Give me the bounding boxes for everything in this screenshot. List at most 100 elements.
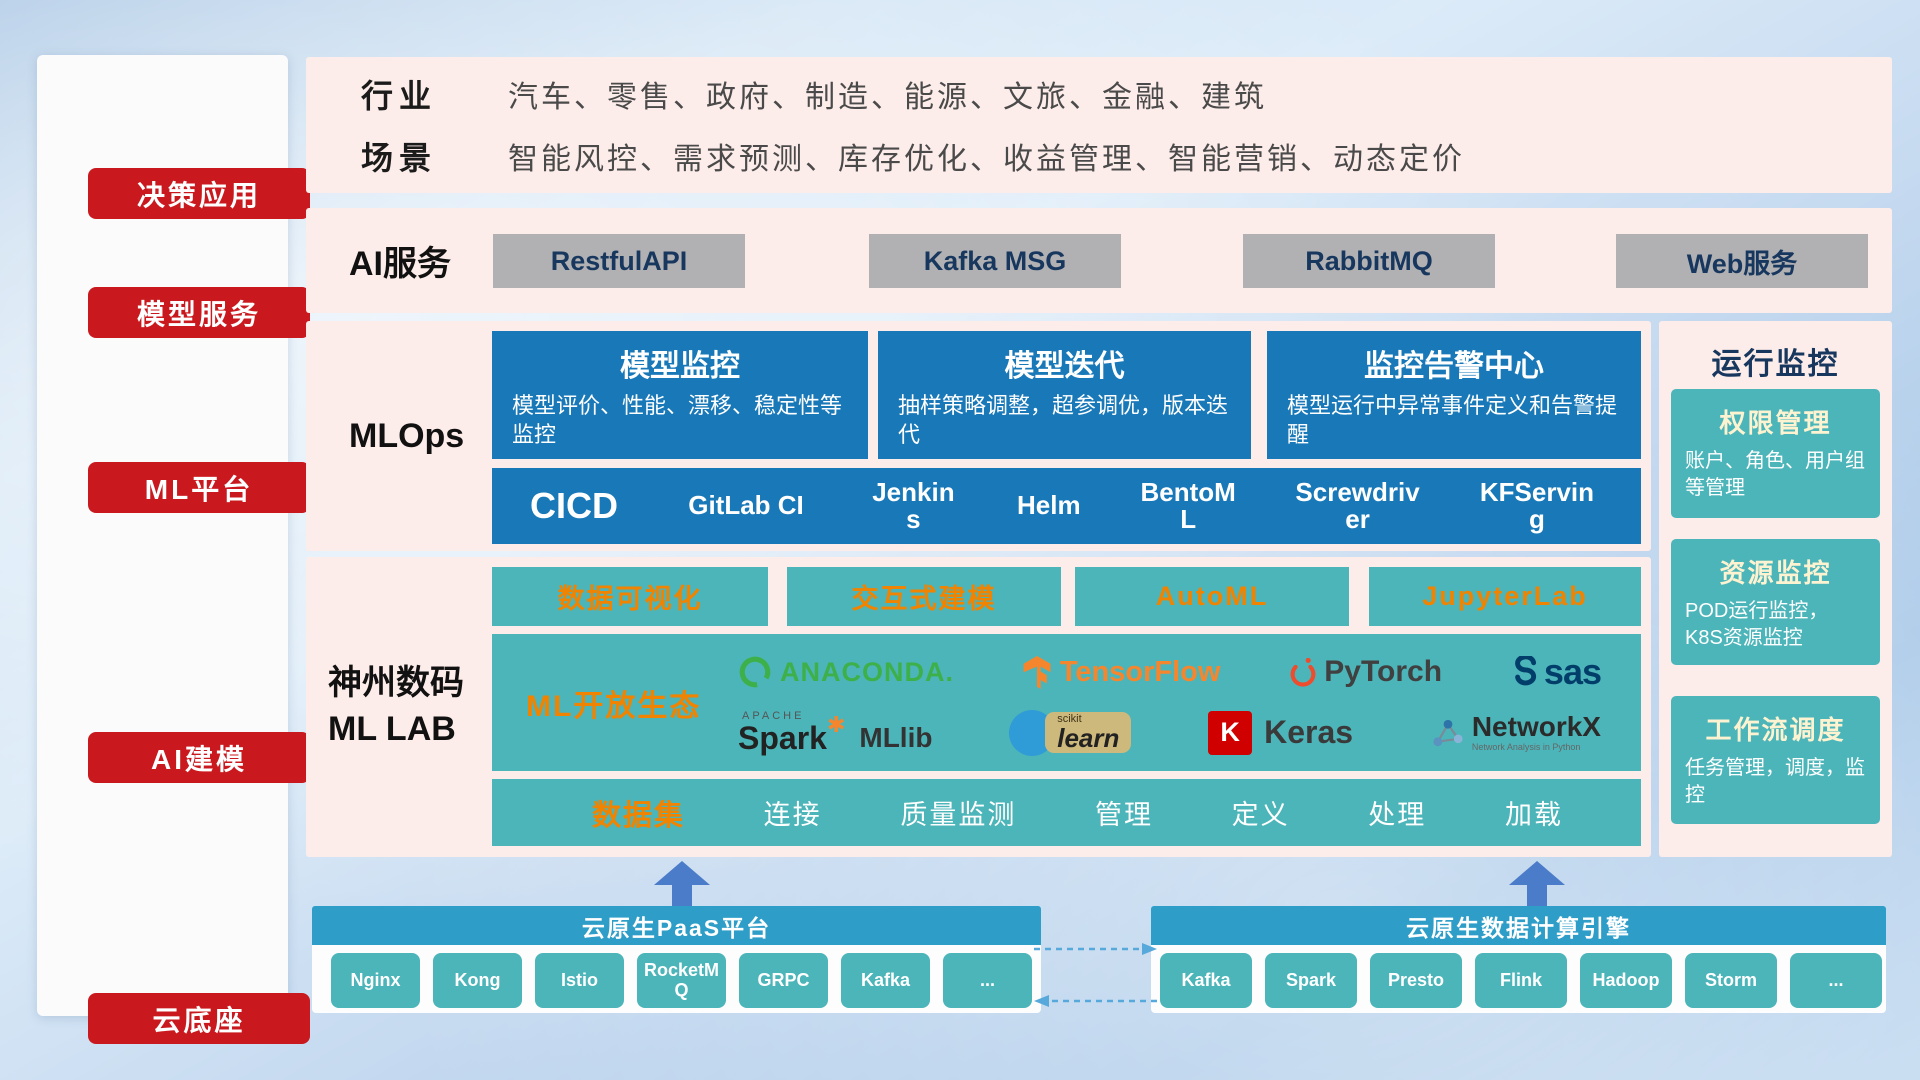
monitoring-card-title: 权限管理 — [1719, 408, 1832, 438]
dataset-item-quality: 质量监测 — [900, 800, 1017, 830]
networkx-wordmark: NetworkX — [1471, 711, 1601, 743]
dataset-item-load: 加载 — [1504, 800, 1563, 830]
anaconda-logo: ANACONDA. — [738, 655, 954, 689]
mlops-card-alert-center: 监控告警中心 模型运行中异常事件定义和告警提醒 — [1267, 331, 1641, 459]
dataset-item-define: 定义 — [1231, 800, 1290, 830]
scene-value: 智能风控、需求预测、库存优化、收益管理、智能营销、动态定价 — [508, 143, 1465, 176]
ai-service-panel: AI服务 RestfulAPI Kafka MSG RabbitMQ Web服务 — [306, 208, 1892, 313]
mllib-wordmark: MLlib — [859, 722, 933, 754]
engine-item-presto: Presto — [1370, 953, 1462, 1008]
category-sidebar: 决策应用 模型服务 ML平台 AI建模 云底座 — [37, 55, 310, 1044]
ecosystem-logo-row-1: ANACONDA. TensorFlow PyTorch — [710, 643, 1629, 701]
cicd-tool-helm: Helm — [1016, 490, 1081, 521]
dataset-item-connect: 连接 — [763, 800, 822, 830]
paas-item-more: ... — [943, 953, 1032, 1008]
up-arrow-icon — [654, 861, 710, 907]
paas-item-istio: Istio — [535, 953, 624, 1008]
ai-service-web: Web服务 — [1616, 234, 1868, 288]
spark-star-icon: ✱ — [826, 712, 846, 738]
engine-item-spark: Spark — [1265, 953, 1357, 1008]
monitoring-card-desc: 账户、角色、用户组等管理 — [1685, 450, 1865, 499]
sidebar-item-decision-apps: 决策应用 — [88, 168, 310, 219]
sidebar-item-ml-platform: ML平台 — [88, 462, 310, 513]
sidebar-item-cloud-base: 云底座 — [88, 993, 310, 1044]
networkx-wordmark-stack: NetworkX Network Analysis in Python — [1472, 712, 1601, 753]
ai-service-rabbitmq: RabbitMQ — [1243, 234, 1495, 288]
spark-wordmark: Spark — [738, 720, 827, 757]
scikit-label: scikit — [1057, 713, 1082, 726]
mlops-card-desc: 模型运行中异常事件定义和告警提醒 — [1287, 393, 1618, 448]
cicd-bar: CICD GitLab CI Jenkins Helm BentoML Scre… — [492, 468, 1641, 544]
industry-value: 汽车、零售、政府、制造、能源、文旅、金融、建筑 — [508, 81, 1267, 114]
monitoring-card-workflow: 工作流调度 任务管理，调度，监控 — [1671, 696, 1880, 824]
anaconda-wordmark: ANACONDA. — [780, 656, 954, 687]
scikit-learn-logo: scikit learn — [1009, 709, 1132, 756]
paas-item-nginx: Nginx — [331, 953, 420, 1008]
apache-label: APACHE — [742, 710, 805, 723]
networkx-logo: NetworkX Network Analysis in Python — [1430, 712, 1601, 753]
mlops-card-model-monitoring: 模型监控 模型评价、性能、漂移、稳定性等监控 — [492, 331, 868, 459]
spark-line: Spark ✱ — [738, 714, 845, 757]
tensorflow-wordmark: TensorFlow — [1059, 655, 1221, 688]
engine-item-flink: Flink — [1475, 953, 1567, 1008]
monitoring-card-resources: 资源监控 POD运行监控，K8S资源监控 — [1671, 539, 1880, 665]
networkx-subtitle: Network Analysis in Python — [1471, 742, 1581, 753]
sidebar-item-ai-modeling: AI建模 — [88, 732, 310, 783]
industry-scene-panel: 行业 汽车、零售、政府、制造、能源、文旅、金融、建筑 场景 智能风控、需求预测、… — [306, 57, 1892, 193]
paas-item-kong: Kong — [433, 953, 522, 1008]
cicd-tool-kfserving: KFServing — [1479, 476, 1595, 534]
paas-item-rocketmq: RocketMQ — [637, 953, 726, 1008]
monitoring-panel: 运行监控 权限管理 账户、角色、用户组等管理 资源监控 POD运行监控，K8S资… — [1659, 321, 1892, 857]
paas-bar: 云原生PaaS平台 — [312, 906, 1041, 945]
scikit-badge: scikit learn — [1045, 712, 1132, 754]
mlops-panel: MLOps 模型监控 模型评价、性能、漂移、稳定性等监控 模型迭代 抽样策略调整… — [306, 321, 1651, 551]
ml-ecosystem-label: ML开放生态 — [526, 689, 702, 723]
mllab-panel: 神州数码 ML LAB 数据可视化 交互式建模 AutoML JupyterLa… — [306, 557, 1651, 857]
engine-item-hadoop: Hadoop — [1580, 953, 1672, 1008]
cicd-tool-jenkins: Jenkins — [872, 476, 955, 534]
scikit-learn-wordmark: learn — [1057, 723, 1120, 754]
paas-item-kafka: Kafka — [841, 953, 930, 1008]
mlops-card-title: 监控告警中心 — [1364, 350, 1544, 383]
dataset-item-manage: 管理 — [1094, 800, 1153, 830]
ecosystem-logo-row-2: APACHE Spark ✱ MLlib scikit learn — [710, 704, 1629, 762]
sas-wordmark: sas — [1543, 651, 1602, 693]
keras-icon: K — [1208, 710, 1253, 755]
mlops-card-desc: 抽样策略调整，超参调优，版本迭代 — [898, 393, 1229, 448]
ai-service-label: AI服务 — [349, 245, 451, 283]
cicd-label: CICD — [530, 485, 618, 526]
mllab-tool-automl: AutoML — [1075, 567, 1349, 626]
networkx-icon — [1433, 719, 1463, 746]
engine-title: 云原生数据计算引擎 — [1406, 914, 1631, 941]
mlops-card-title: 模型迭代 — [1004, 350, 1125, 383]
cicd-tool-gitlab-ci: GitLab CI — [688, 490, 804, 521]
engine-item-kafka: Kafka — [1160, 953, 1252, 1008]
engine-item-storm: Storm — [1685, 953, 1777, 1008]
scene-row: 场景 智能风控、需求预测、库存优化、收益管理、智能营销、动态定价 — [361, 133, 1892, 179]
mlops-card-title: 模型监控 — [620, 350, 740, 383]
industry-label: 行业 — [361, 78, 438, 114]
mllab-tool-interactive-modeling: 交互式建模 — [787, 567, 1061, 626]
ai-service-kafka-msg: Kafka MSG — [869, 234, 1121, 288]
cicd-tool-bentoml: BentoML — [1140, 476, 1236, 534]
mlops-label: MLOps — [349, 416, 465, 455]
mllab-label-line2: ML LAB — [328, 710, 456, 748]
ai-service-restfulapi: RestfulAPI — [493, 234, 745, 288]
monitoring-card-title: 资源监控 — [1719, 558, 1832, 588]
anaconda-icon — [739, 656, 771, 688]
engine-bar: 云原生数据计算引擎 — [1151, 906, 1886, 945]
ml-ecosystem-panel: ML开放生态 ANACONDA. TensorFlow — [492, 634, 1641, 771]
cicd-tool-screwdriver: Screwdriver — [1295, 476, 1420, 534]
monitoring-card-permissions: 权限管理 账户、角色、用户组等管理 — [1671, 389, 1880, 518]
dataset-bar: 数据集 连接 质量监测 管理 定义 处理 加载 — [492, 779, 1641, 846]
mllab-tool-jupyterlab: JupyterLab — [1369, 567, 1641, 626]
cicd-tools: GitLab CI Jenkins Helm BentoML Screwdriv… — [676, 476, 1595, 534]
pytorch-logo: PyTorch — [1288, 655, 1442, 689]
mlops-card-model-iteration: 模型迭代 抽样策略调整，超参调优，版本迭代 — [878, 331, 1251, 459]
mllab-label: 神州数码 ML LAB — [328, 557, 464, 857]
monitoring-card-title: 工作流调度 — [1705, 715, 1846, 745]
mlops-card-desc: 模型评价、性能、漂移、稳定性等监控 — [512, 393, 843, 448]
engine-item-more: ... — [1790, 953, 1882, 1008]
scene-label: 场景 — [361, 140, 438, 176]
